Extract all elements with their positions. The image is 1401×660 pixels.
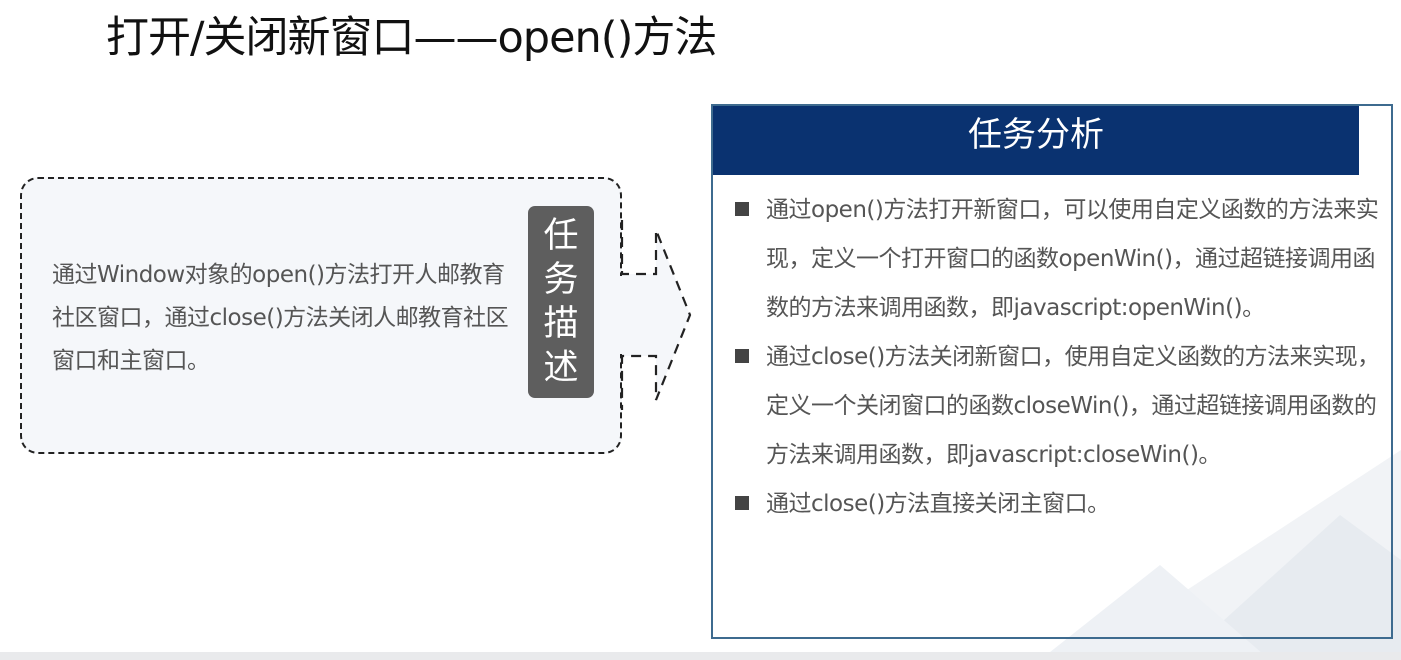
square-bullet-icon: [735, 202, 749, 216]
square-bullet-icon: [735, 496, 749, 510]
task-analysis-panel: [711, 104, 1393, 639]
analysis-item: 通过open()方法打开新窗口，可以使用自定义函数的方法来实现，定义一个打开窗口…: [733, 186, 1383, 333]
task-label-char: 任: [543, 216, 579, 256]
task-analysis-list: 通过open()方法打开新窗口，可以使用自定义函数的方法来实现，定义一个打开窗口…: [733, 186, 1383, 529]
page-title: 打开/关闭新窗口——open()方法: [106, 13, 717, 63]
analysis-item-text: 通过close()方法直接关闭主窗口。: [766, 491, 1110, 517]
task-label-char: 描: [543, 304, 579, 344]
analysis-item-text: 通过open()方法打开新窗口，可以使用自定义函数的方法来实现，定义一个打开窗口…: [766, 197, 1379, 321]
task-arrow: [600, 220, 692, 410]
task-description-label: 任 务 描 述: [528, 206, 594, 398]
bottom-strip: [0, 652, 1401, 660]
task-analysis-heading: 任务分析: [713, 106, 1359, 175]
task-label-char: 述: [543, 348, 579, 388]
task-label-char: 务: [543, 260, 579, 300]
analysis-item: 通过close()方法关闭新窗口，使用自定义函数的方法来实现，定义一个关闭窗口的…: [733, 333, 1383, 480]
square-bullet-icon: [735, 349, 749, 363]
analysis-item: 通过close()方法直接关闭主窗口。: [733, 480, 1383, 529]
task-description-box: [20, 177, 622, 454]
analysis-item-text: 通过close()方法关闭新窗口，使用自定义函数的方法来实现，定义一个关闭窗口的…: [766, 344, 1380, 468]
task-description-text: 通过Window对象的open()方法打开人邮教育社区窗口，通过close()方…: [52, 262, 509, 374]
